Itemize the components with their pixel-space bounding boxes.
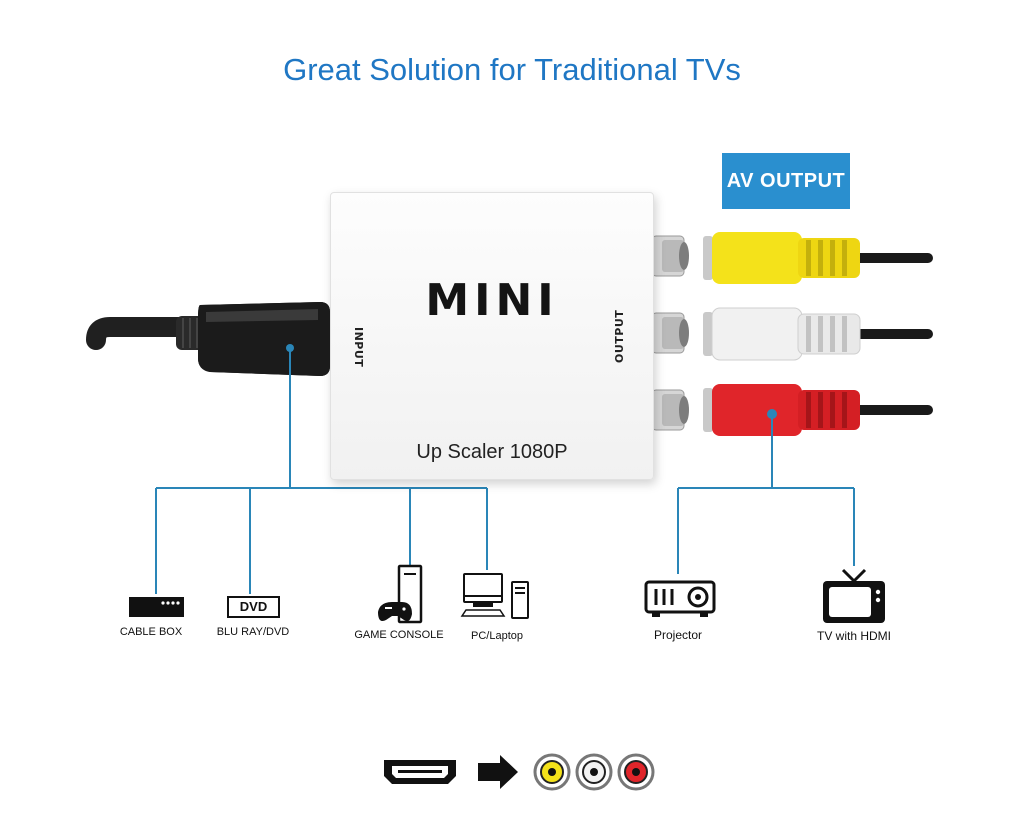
tv-icon xyxy=(823,568,885,623)
av-output-badge: AV OUTPUT xyxy=(722,153,850,209)
output-connector-lines xyxy=(677,409,855,574)
projector-icon xyxy=(644,580,716,617)
rca-jack-bottom xyxy=(651,389,689,431)
brand-logo: MINI xyxy=(425,275,559,326)
rca-jack-middle xyxy=(651,312,689,354)
game-console-label: GAME CONSOLE xyxy=(354,629,444,641)
hdmi-plug-overlay xyxy=(198,302,330,380)
input-connector-lines xyxy=(155,343,488,594)
cable-box-icon xyxy=(129,597,184,617)
projector-label: Projector xyxy=(653,628,703,642)
dvd-icon xyxy=(227,596,280,618)
rca-white-icon xyxy=(575,753,613,791)
blu-ray-label: BLU RAY/DVD xyxy=(216,626,290,638)
red-rca-plug xyxy=(703,384,860,436)
cable-box-label: CABLE BOX xyxy=(119,626,183,638)
pc-laptop-label: PC/Laptop xyxy=(471,630,523,642)
game-console-icon xyxy=(378,564,423,624)
rca-jack-top xyxy=(651,235,689,277)
mini-converter-box: MINI INPUT OUTPUT Up Scaler 1080P xyxy=(330,192,654,480)
hdmi-cable xyxy=(86,317,200,350)
hdmi-port-icon xyxy=(384,760,456,784)
model-label: Up Scaler 1080P xyxy=(416,441,568,463)
rca-red-icon xyxy=(617,753,655,791)
pc-laptop-icon xyxy=(460,573,529,619)
input-port-label: INPUT xyxy=(352,327,365,368)
white-rca-plug xyxy=(703,307,861,361)
arrow-right-icon xyxy=(478,755,518,789)
yellow-rca-plug xyxy=(703,232,860,284)
rca-yellow-icon xyxy=(533,753,571,791)
dvd-logo-text: DVD xyxy=(239,599,268,614)
output-port-label: OUTPUT xyxy=(613,309,626,363)
page-title: Great Solution for Traditional TVs xyxy=(283,52,741,87)
tv-label: TV with HDMI xyxy=(816,629,891,643)
